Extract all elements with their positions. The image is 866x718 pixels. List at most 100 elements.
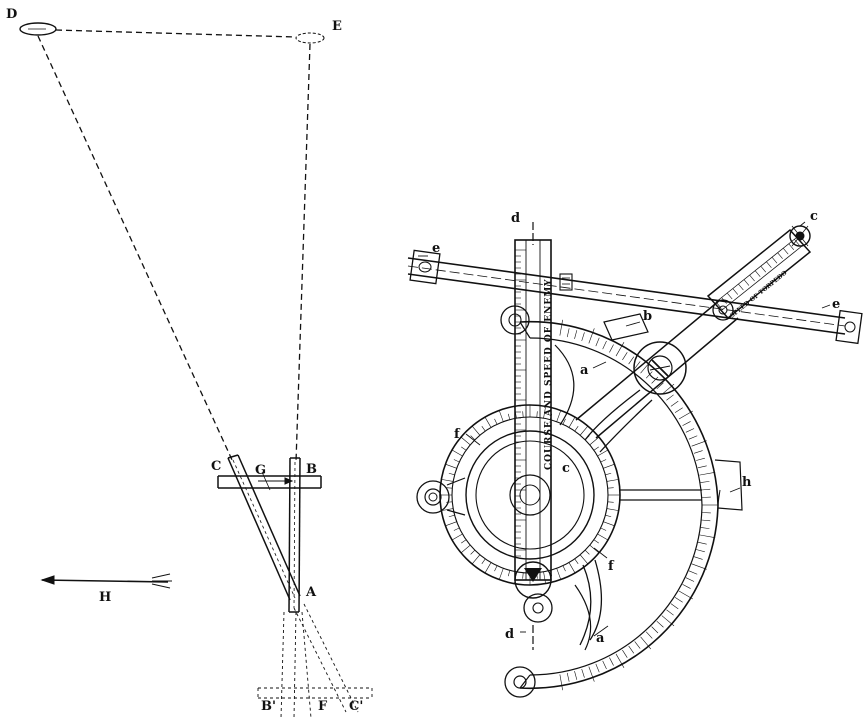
bar-c [227,454,301,601]
graduation-tick [666,609,674,616]
label-a: A [305,585,317,600]
graduation-tick [628,645,635,654]
graduation-tick [593,446,599,451]
graduation-tick [606,508,619,511]
graduation-tick [579,425,589,436]
graduation-tick [453,459,460,463]
label-d-bottom: d [505,627,514,642]
left-lug [416,477,466,516]
graduation-tick [670,400,679,407]
graduation-tick [581,668,585,678]
label-h-arc: h [742,475,752,490]
graduation-tick [566,328,570,338]
graduation-tick [448,514,455,518]
label-d: D [6,7,17,22]
graduation-tick [701,488,711,491]
label-b-prime: B' [261,699,276,714]
graduation-tick [603,521,615,527]
graduation-tick [471,425,481,436]
graduation-tick [674,407,683,413]
label-d-top: d [511,211,520,226]
graduation-tick [696,549,705,553]
graduation-tick [697,541,707,545]
torpedo-arm [575,299,739,439]
graduation-tick [645,631,653,639]
graduation-tick [688,435,698,440]
graduation-tick [701,519,711,522]
graduation-tick [732,288,739,295]
graduation-tick [522,411,524,418]
graduation-tick [471,554,481,565]
graduation-tick [556,410,562,422]
graduation-tick [743,279,750,286]
graduation-tick [674,597,683,603]
torpedo-director-instrument: COURSE AND SPEED OF ENEMY [407,209,863,698]
spokes [579,389,702,646]
graduation-tick [603,463,615,469]
graduation-tick [605,472,612,476]
graduation-tick [693,556,703,560]
graduation-tick [688,570,698,575]
graduation-tick [691,440,707,447]
graduation-tick [656,382,664,390]
graduation-tick [628,356,635,365]
graduation-tick [441,479,454,482]
graduation-tick [451,533,463,541]
graduation-tick [634,641,641,649]
graduation-tick [634,361,641,369]
graduation-tick [715,301,722,309]
graduation-tick [446,487,453,489]
graduation-tick [559,319,563,336]
graduation-tick [588,666,595,682]
label-a-lower: a [596,631,605,646]
graduation-tick [697,465,707,469]
graduation-tick [461,539,467,544]
graduation-tick [536,411,538,418]
graduation-tick [645,371,653,379]
graduation-tick [566,672,570,682]
graduation-tick [606,479,619,482]
graduation-tick [461,446,467,451]
graduation-tick [470,435,476,441]
graduation-tick [602,660,607,670]
graduation-tick [700,481,710,483]
graduation-tick [691,563,707,570]
graduation-tick [507,413,511,420]
graduation-tick [460,544,471,554]
graduation-tick [738,283,744,291]
graduation-tick [700,527,710,529]
bottom-lug [504,666,536,698]
graduation-tick [685,577,695,582]
graduation-tick [699,472,716,476]
graduation-tick [568,562,576,574]
outer-arc [519,320,743,690]
label-h: H [99,590,111,605]
graduation-tick [622,649,628,658]
graduation-tick [584,435,590,441]
label-e: E [332,19,342,34]
graduation-tick [451,449,463,457]
graduation-tick [446,501,453,503]
bar-pointer [514,561,553,623]
graduation-tick [484,562,492,574]
compass-hub [439,404,621,586]
label-g: G [255,463,266,478]
graduation-tick [754,270,761,277]
graduation-tick [607,487,614,489]
graduation-tick [593,539,599,544]
label-e-left: e [432,241,440,256]
graduation-tick [470,549,476,555]
graduation-tick [699,534,716,538]
graduation-tick [602,340,607,350]
graduation-tick [574,330,578,339]
graduation-tick [562,418,566,425]
graduation-tick [794,239,800,246]
graduation-tick [609,344,614,353]
graduation-tick [760,265,767,273]
triangulation-diagram: D E C G B A H B' F C' [6,7,373,718]
line-d-e [55,29,297,38]
label-c-top: c [810,209,818,224]
graduation-tick [574,558,579,564]
graduation-tick [661,383,675,395]
graduation-tick [600,459,607,463]
